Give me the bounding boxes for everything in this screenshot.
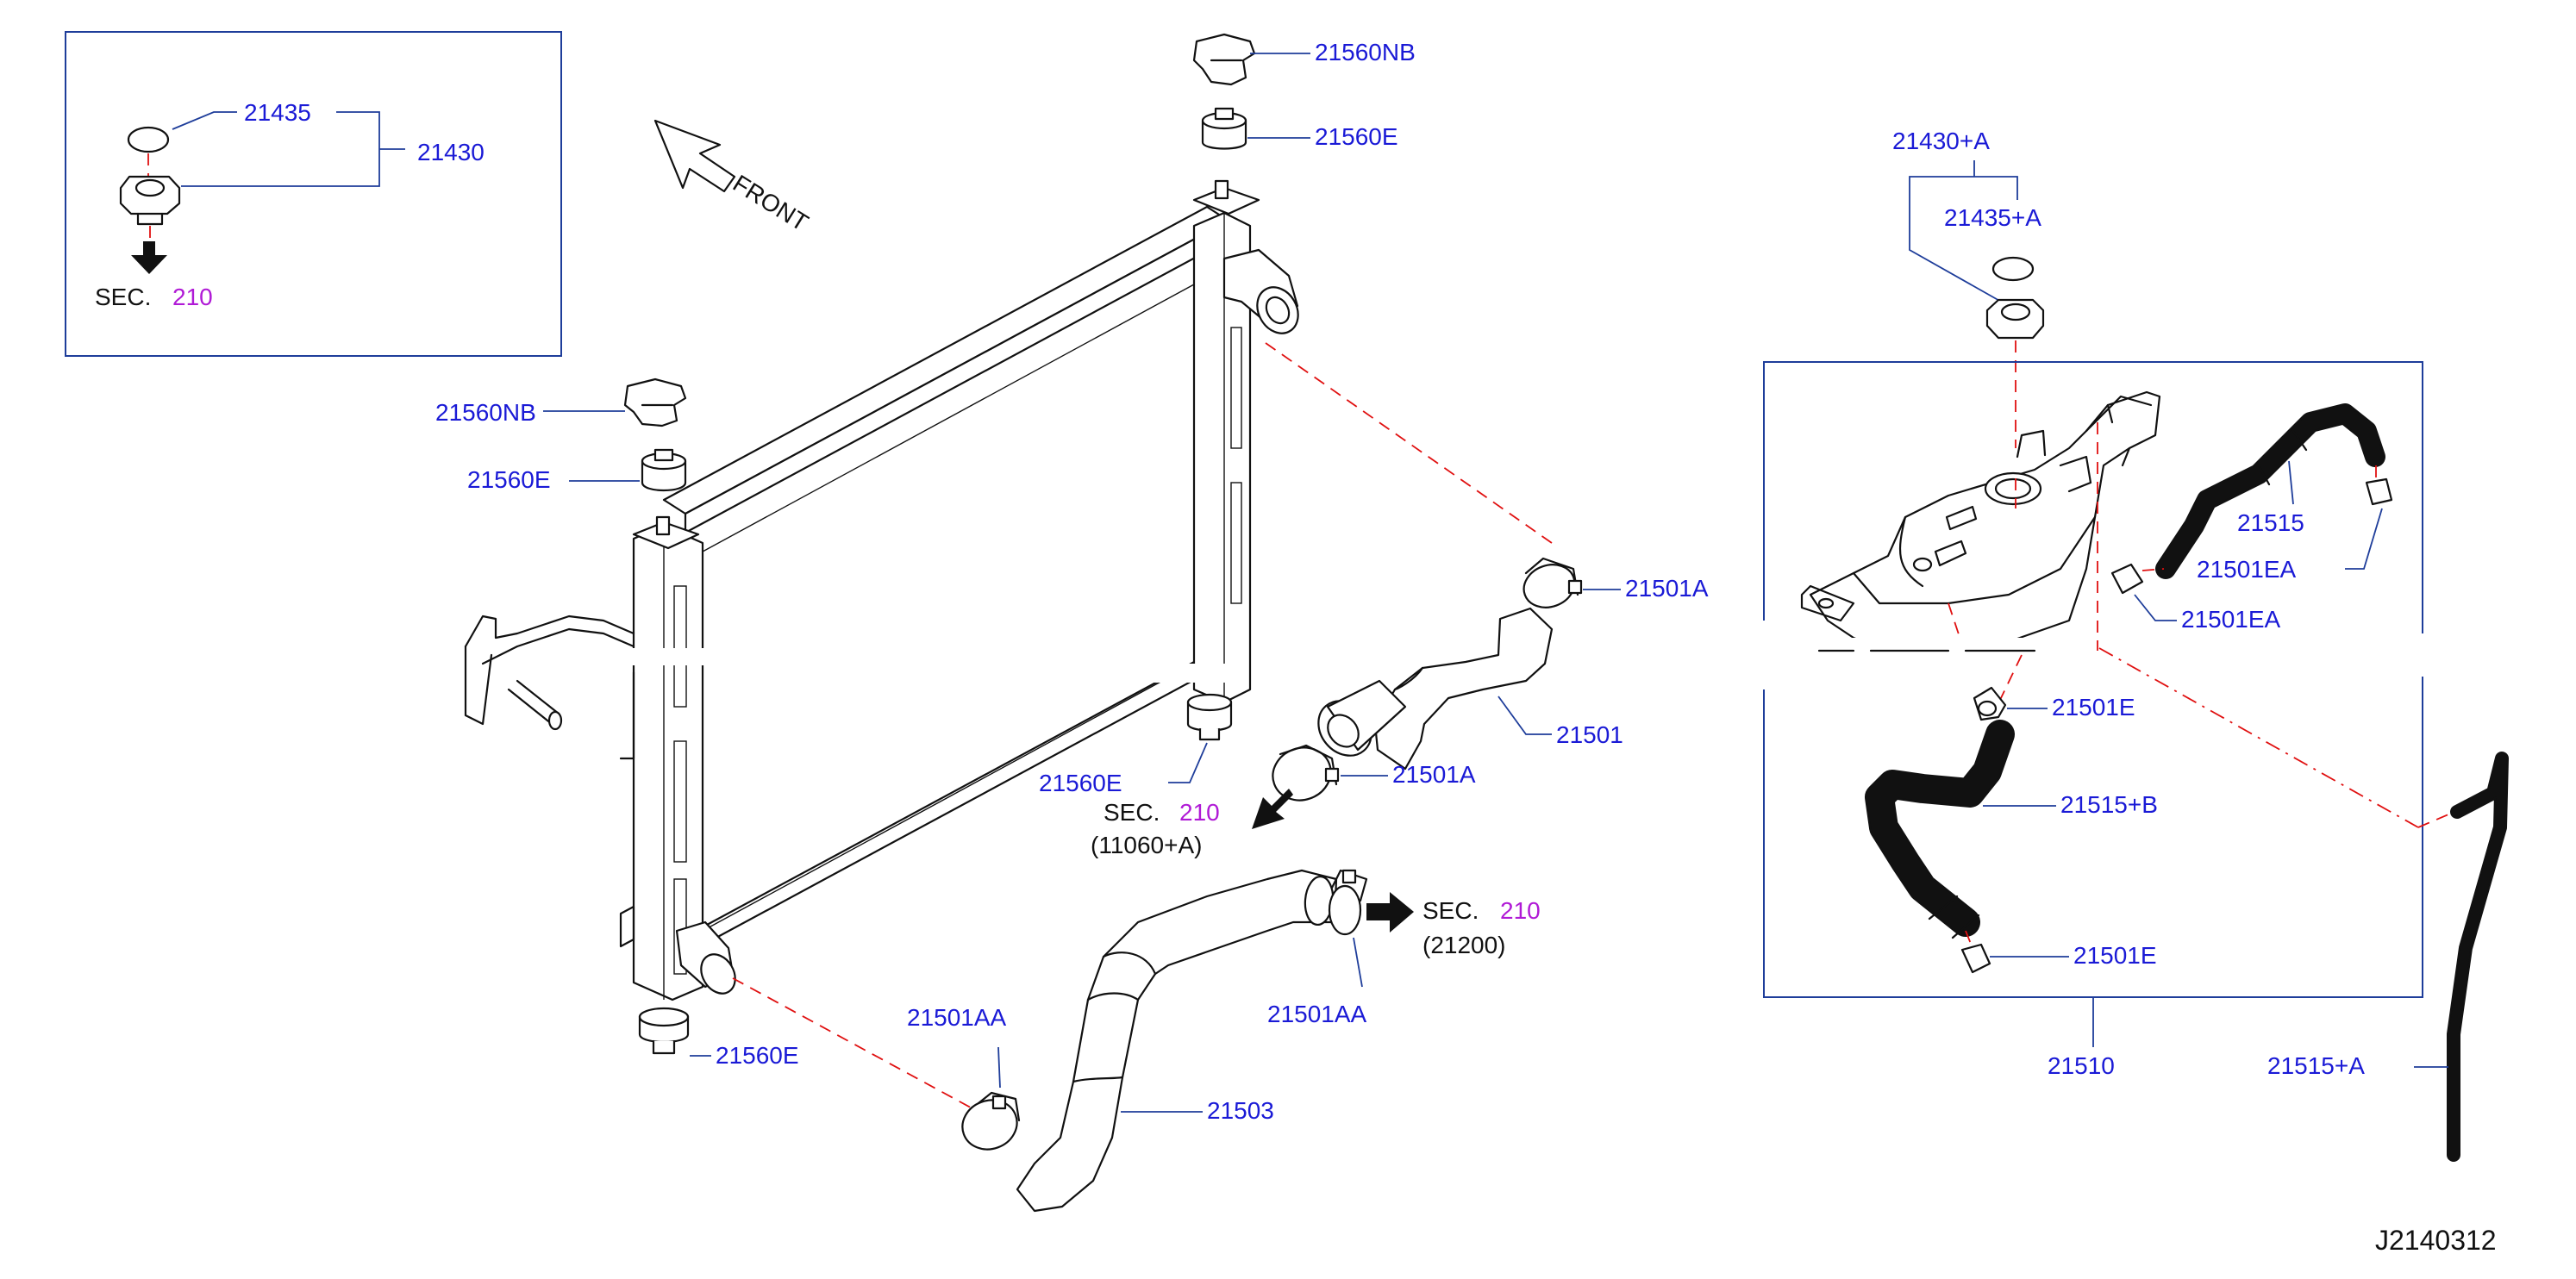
label-21560E-lower: 21560E xyxy=(1039,770,1122,796)
rubber-mount-top-right xyxy=(1201,107,1247,150)
clip-21501EA-left xyxy=(2110,563,2144,595)
rubber-mount-bottom-left xyxy=(638,1007,690,1055)
sec-prefix-inset: SEC. xyxy=(95,284,151,310)
upper-hose xyxy=(1317,607,1554,771)
down-left-arrow-icon xyxy=(1252,789,1293,829)
overflow-hose-21515A xyxy=(2447,752,2509,1162)
label-21430A: 21430+A xyxy=(1892,128,1990,154)
right-arrow-icon xyxy=(1366,892,1414,933)
sec-number-upper: 210 xyxy=(1179,799,1220,826)
reservoir-hose-21515 xyxy=(2155,403,2385,579)
diagram-code: J2140312 xyxy=(2375,1225,2497,1256)
label-21510: 21510 xyxy=(2048,1052,2115,1079)
label-21515: 21515 xyxy=(2237,509,2304,536)
lower-hose xyxy=(1016,869,1338,1213)
reservoir-cap xyxy=(1985,298,2045,340)
clip-21501EA-right xyxy=(2365,477,2393,506)
label-21501AA-left: 21501AA xyxy=(907,1004,1007,1031)
rubber-mount-left xyxy=(641,448,687,491)
label-21515A: 21515+A xyxy=(2267,1052,2365,1079)
sec-prefix-lower: SEC. xyxy=(1422,897,1479,924)
label-21501EA-1: 21501EA xyxy=(2197,556,2297,583)
label-21501A-bottom: 21501A xyxy=(1392,761,1476,788)
front-arrow-icon xyxy=(653,119,736,193)
label-21435A: 21435+A xyxy=(1944,204,2041,231)
label-21560E-top: 21560E xyxy=(1315,123,1398,150)
radiator-top-bracket-right xyxy=(1192,179,1260,215)
sec-ref-lower: (21200) xyxy=(1422,932,1506,958)
label-21560E-bottom: 21560E xyxy=(716,1042,799,1069)
inset-box xyxy=(65,31,562,357)
label-21501E-top: 21501E xyxy=(2052,694,2135,721)
label-21501AA-right: 21501AA xyxy=(1267,1001,1367,1027)
upper-hose-clamp-top xyxy=(1522,557,1583,608)
sec-prefix-upper: SEC. xyxy=(1104,799,1160,826)
label-21501A-top: 21501A xyxy=(1625,575,1709,602)
coolant-reservoir xyxy=(1800,390,2161,657)
radiator-cap-seal xyxy=(127,126,170,153)
sec-number-lower: 210 xyxy=(1500,897,1541,924)
label-21503: 21503 xyxy=(1207,1097,1274,1124)
radiator-cap xyxy=(119,175,181,226)
mount-clip-left xyxy=(623,377,687,427)
reservoir-hose-21515B xyxy=(1865,720,2015,939)
rubber-mount-bottom-right xyxy=(1186,693,1233,741)
radiator-core xyxy=(621,205,1252,1001)
label-21501E-bottom: 21501E xyxy=(2073,942,2157,969)
radiator-top-bracket-left xyxy=(632,515,700,550)
sec-number-inset: 210 xyxy=(172,284,213,310)
label-21515B: 21515+B xyxy=(2060,791,2158,818)
clip-21501E-top xyxy=(1973,686,2007,721)
lower-hose-clamp-left xyxy=(961,1091,1021,1151)
label-21560NB-top: 21560NB xyxy=(1315,39,1416,66)
reservoir-cap-seal xyxy=(1991,256,2035,282)
label-21560NB-left: 21560NB xyxy=(435,399,536,426)
radiator-lower-outlet xyxy=(675,920,736,995)
sec-ref-upper: (11060+A) xyxy=(1091,832,1202,858)
radiator-upper-outlet xyxy=(1222,248,1299,334)
upper-hose-clamp-bottom xyxy=(1272,744,1340,802)
label-21435: 21435 xyxy=(244,99,311,126)
clip-21501E-bottom xyxy=(1960,943,1991,974)
label-21430: 21430 xyxy=(417,139,485,165)
down-arrow-icon xyxy=(131,241,167,274)
radiator-side-bracket xyxy=(464,615,635,760)
label-21501: 21501 xyxy=(1556,721,1623,748)
lower-hose-clamp-right xyxy=(1328,869,1368,936)
label-21560E-left: 21560E xyxy=(467,466,551,493)
front-label: FRONT xyxy=(728,170,813,236)
label-21501EA-2: 21501EA xyxy=(2181,606,2281,633)
mount-clip-top-right xyxy=(1192,33,1256,86)
